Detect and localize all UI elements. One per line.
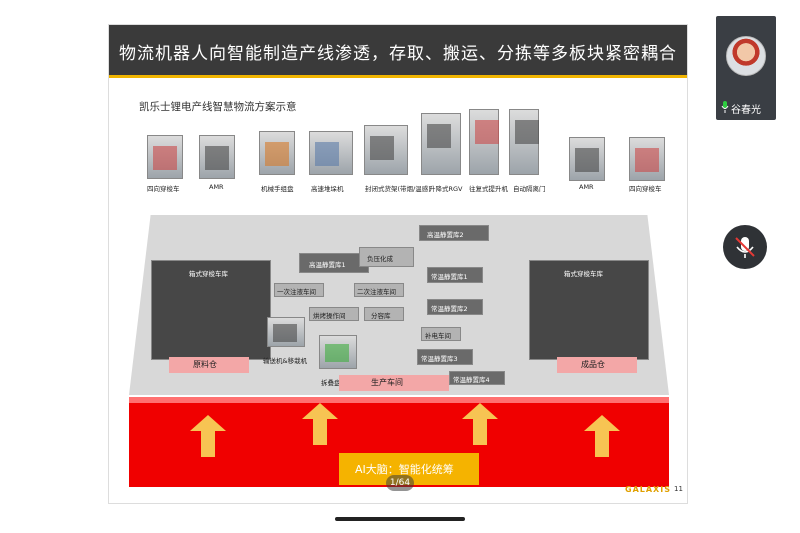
zone-first-inject — [274, 283, 324, 297]
participant-name: 谷春光 — [731, 105, 761, 116]
participant-video[interactable]: 谷春光 — [716, 16, 776, 120]
zone-label: 负压化成 — [367, 255, 393, 263]
unstacker-photo — [319, 335, 357, 369]
up-arrow-icon — [462, 403, 498, 445]
up-arrow-icon — [302, 403, 338, 445]
zone-neg-form — [359, 247, 414, 267]
zone-label: 成品仓 — [581, 360, 605, 369]
zone-label: 箱式穿梭车库 — [564, 270, 603, 278]
zone-high-temp-2 — [419, 225, 489, 241]
zone-normal-temp-4 — [449, 371, 505, 385]
finished-warehouse — [557, 357, 637, 373]
equipment-photo — [147, 135, 183, 179]
avatar — [726, 36, 766, 76]
equipment-caption: AMR — [579, 183, 594, 191]
equipment-photo — [469, 109, 499, 175]
equipment-photo — [569, 137, 605, 181]
home-indicator[interactable] — [335, 517, 465, 521]
zone-label: 一次注液车间 — [277, 288, 316, 296]
zone-normal-temp-3 — [417, 349, 473, 365]
up-arrow-icon — [190, 415, 226, 457]
zone-label: 生产车间 — [371, 378, 403, 387]
equipment-caption: 机械手组盘 — [261, 185, 294, 193]
equipment-caption: 封闭式货架(带烟/温感) — [365, 185, 431, 193]
mic-muted-icon — [735, 237, 755, 258]
ai-brain-label: AI大脑：智能化统筹 — [355, 463, 454, 476]
zone-label: 常温静置库1 — [431, 273, 468, 281]
zone-label: 输送机&移栽机 — [263, 357, 308, 365]
raw-warehouse — [169, 357, 249, 373]
zone-label: 分容库 — [371, 312, 391, 320]
mic-icon — [721, 101, 729, 113]
equipment-caption: 往复式提升机 — [469, 185, 508, 193]
zone-label: 烘烤操作间 — [313, 312, 346, 320]
zone-supplement — [421, 327, 461, 341]
equipment-photo — [364, 125, 408, 175]
equipment-caption: 升降式RGV — [429, 185, 463, 193]
equipment-caption: 四向穿梭车 — [629, 185, 662, 193]
slide-header: 物流机器人向智能制造产线渗透，存取、搬运、分拣等多板块紧密耦合 — [109, 25, 687, 78]
mute-button[interactable] — [723, 225, 767, 269]
ai-band-edge — [129, 397, 669, 403]
zone-label: 常温静置库2 — [431, 305, 468, 313]
zone-second-inject — [354, 283, 404, 297]
zone-label: 补电车间 — [425, 332, 451, 340]
zone-label: 高温静置库2 — [427, 231, 464, 239]
zone-label: 常温静置库3 — [421, 355, 458, 363]
company-logo: GALAXIS — [625, 485, 671, 494]
zone-label: 高温静置库1 — [309, 261, 346, 269]
zone-label: 常温静置库4 — [453, 376, 490, 384]
equipment-photo — [629, 137, 665, 181]
equipment-caption: 四向穿梭车 — [147, 185, 180, 193]
zone-label: 原料仓 — [193, 360, 217, 369]
zone-normal-temp-2 — [427, 299, 483, 315]
equipment-photo — [309, 131, 353, 175]
page-indicator: 1/64 — [386, 475, 414, 491]
zone-label: 拆叠盘机 — [321, 379, 347, 387]
equipment-caption: AMR — [209, 183, 224, 191]
slide-title: 物流机器人向智能制造产线渗透，存取、搬运、分拣等多板块紧密耦合 — [119, 44, 677, 64]
up-arrow-icon — [584, 415, 620, 457]
zone-baking — [309, 307, 359, 321]
zone-left-store — [151, 260, 271, 360]
zone-label: 二次注液车间 — [357, 288, 396, 296]
equipment-caption: 高速堆垛机 — [311, 185, 344, 193]
production-workshop — [339, 375, 449, 391]
shared-slide: 物流机器人向智能制造产线渗透，存取、搬运、分拣等多板块紧密耦合 凯乐士锂电产线智… — [108, 24, 688, 504]
equipment-caption: 自动隔离门 — [513, 185, 546, 193]
slide-page-number: 11 — [674, 485, 683, 493]
equipment-photo — [509, 109, 539, 175]
equipment-photo — [259, 131, 295, 175]
conveyor-photo — [267, 317, 305, 347]
zone-normal-temp-1 — [427, 267, 483, 283]
zone-grading — [364, 307, 404, 321]
equipment-photo — [199, 135, 235, 179]
slide-subtitle: 凯乐士锂电产线智慧物流方案示意 — [139, 101, 297, 113]
zone-label: 箱式穿梭车库 — [189, 270, 228, 278]
equipment-photo — [421, 113, 461, 175]
